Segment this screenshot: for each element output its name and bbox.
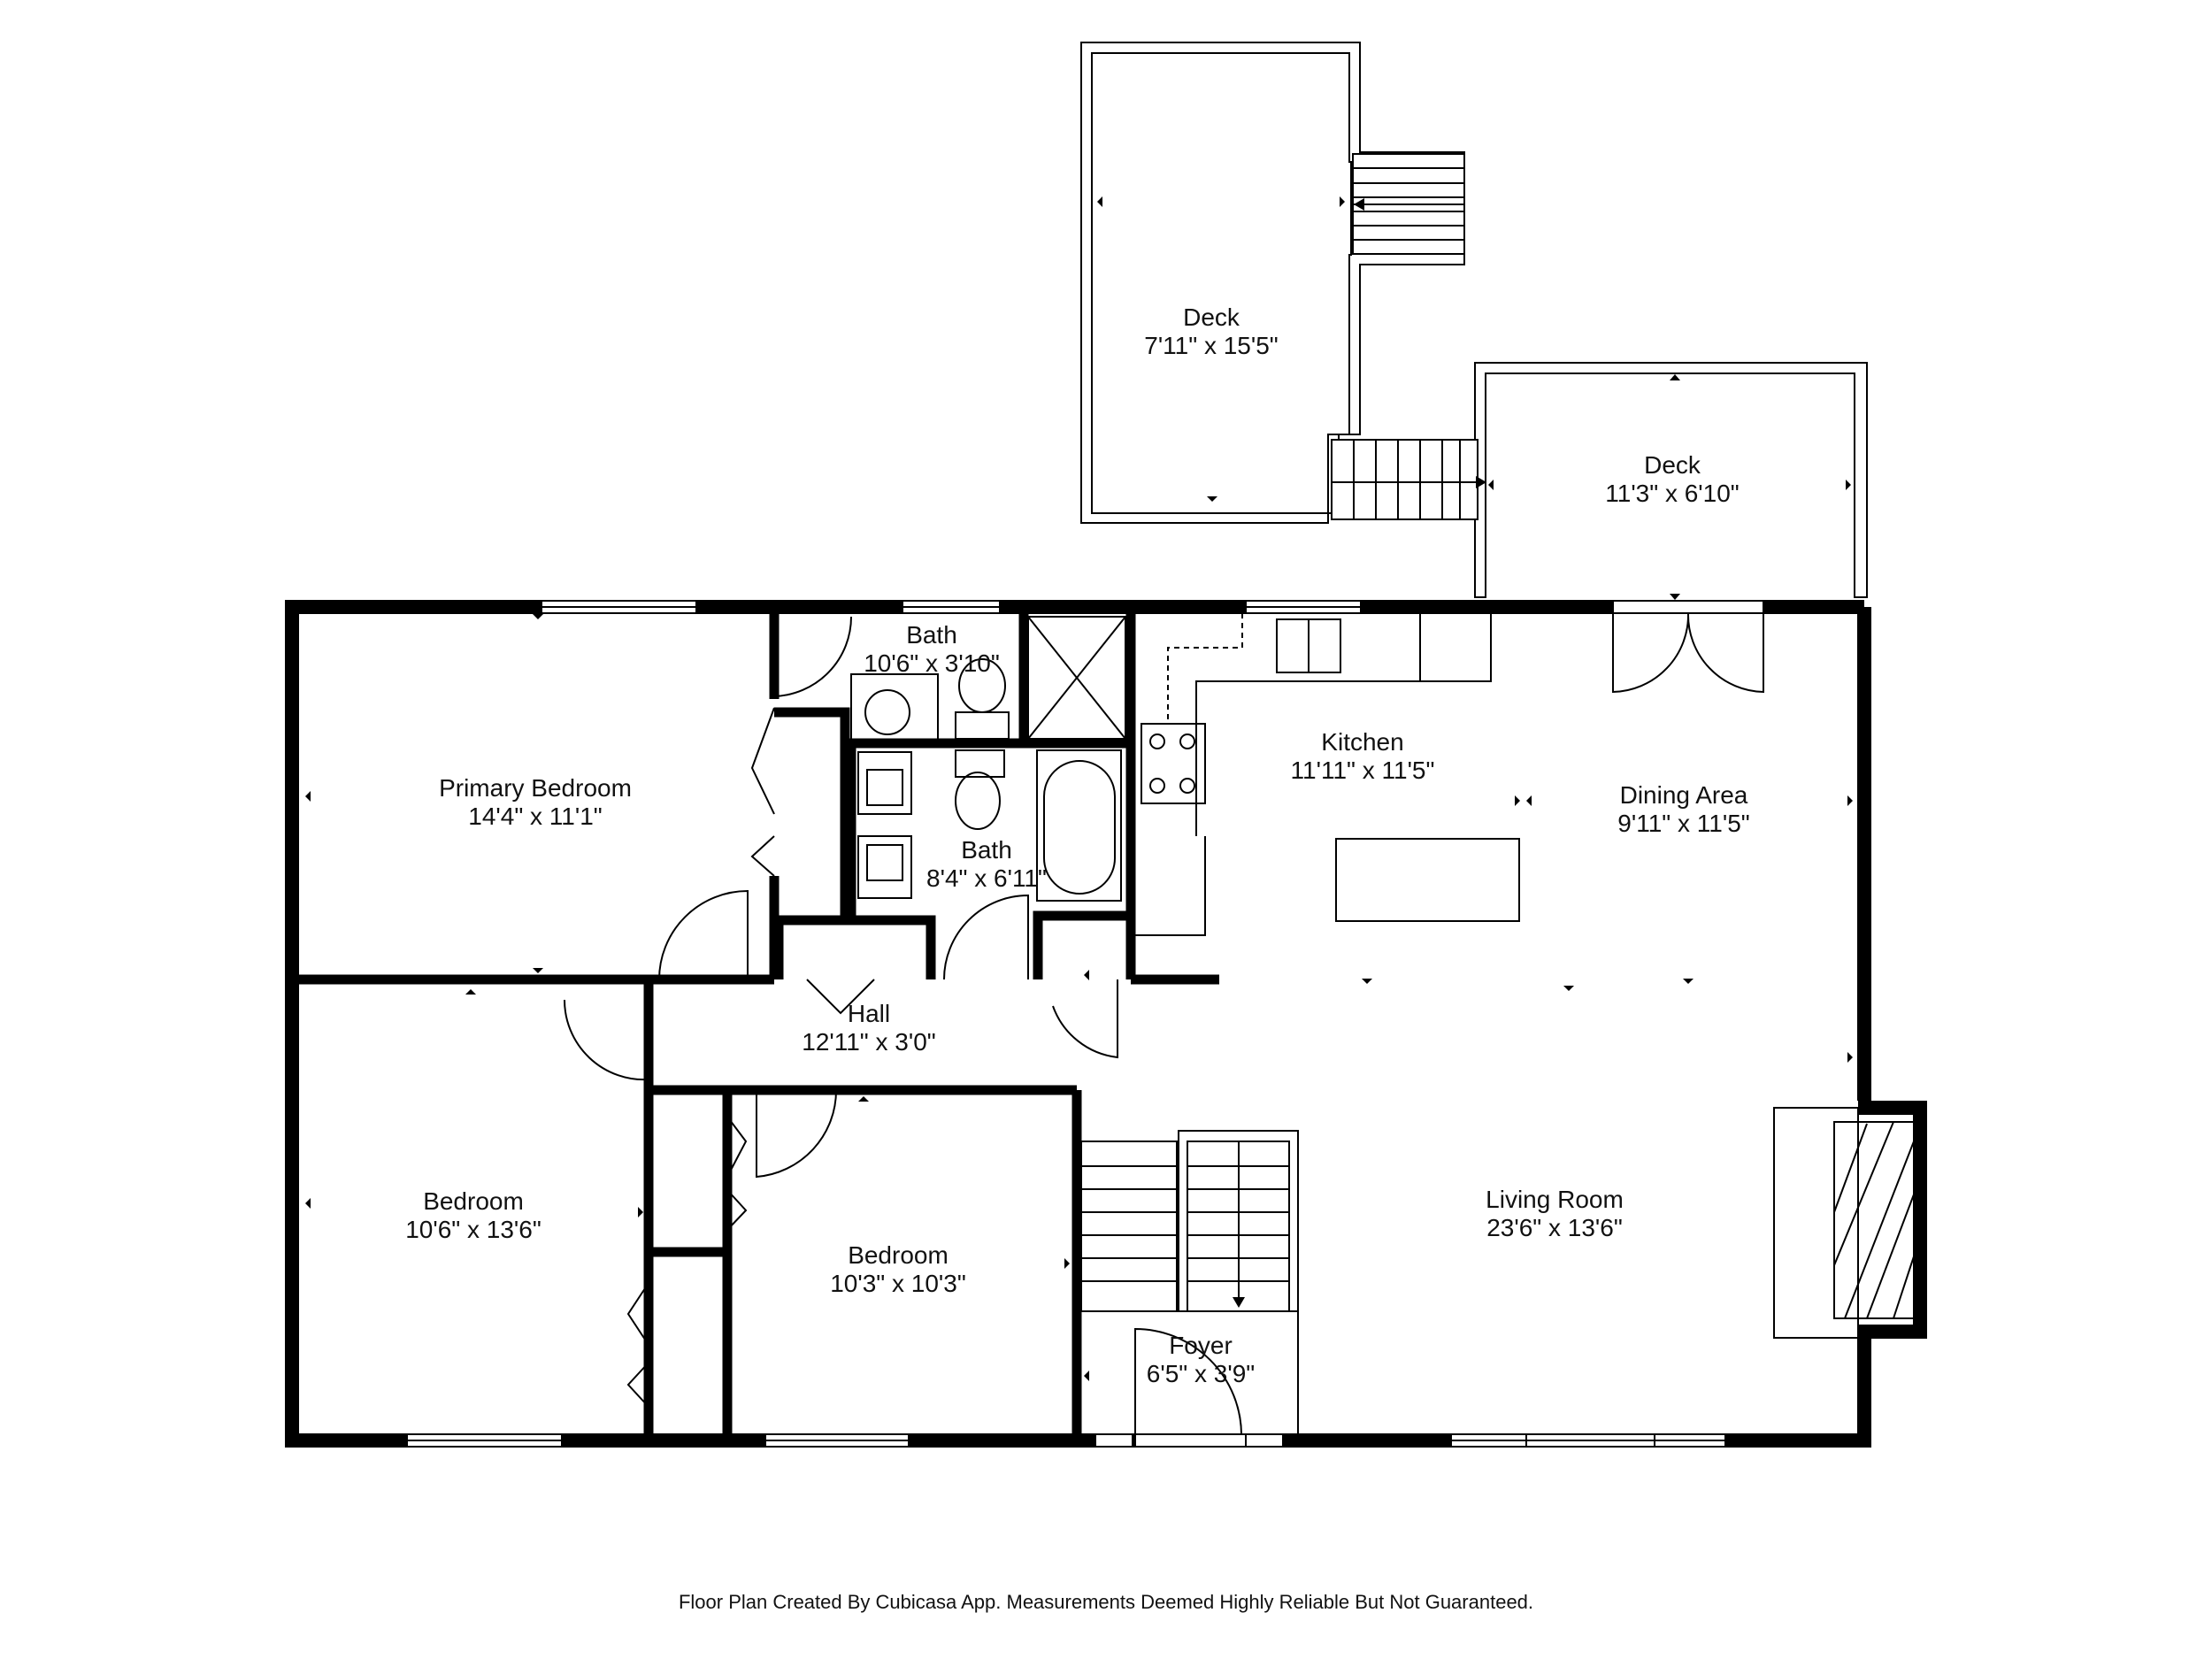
deck-upper	[1080, 42, 1465, 524]
living-room-size: 23'6" x 13'6"	[1486, 1214, 1623, 1241]
doors	[563, 600, 1764, 1448]
interior-stairs	[1080, 1130, 1299, 1434]
windows	[406, 600, 1764, 1448]
exterior-walls	[285, 600, 1927, 1448]
bath-mid-size: 8'4" x 6'11"	[926, 864, 1047, 892]
deck-right	[1331, 362, 1868, 598]
bath-top-name: Bath	[906, 621, 957, 649]
primary-bedroom-name: Primary Bedroom	[439, 774, 632, 802]
foyer-name: Foyer	[1169, 1332, 1233, 1359]
bedroom-mid-name: Bedroom	[848, 1241, 949, 1269]
interior-walls	[292, 607, 1219, 1440]
deck-right-size: 11'3" x 6'10"	[1605, 480, 1739, 507]
bedroom-left-name: Bedroom	[423, 1187, 524, 1215]
primary-bedroom-size: 14'4" x 11'1"	[468, 803, 602, 830]
living-room-name: Living Room	[1486, 1186, 1624, 1213]
fixtures	[850, 612, 1915, 1339]
hall-name: Hall	[848, 1000, 890, 1027]
kitchen-name: Kitchen	[1321, 728, 1403, 756]
bedroom-mid-size: 10'3" x 10'3"	[830, 1270, 966, 1297]
deck-stairs-right	[1331, 439, 1479, 520]
bath-top-size: 10'6" x 3'10"	[864, 649, 1000, 677]
hall-size: 12'11" x 3'0"	[802, 1028, 935, 1056]
kitchen-size: 11'11" x 11'5"	[1291, 757, 1435, 784]
dining-area-name: Dining Area	[1620, 781, 1748, 809]
bedroom-left-size: 10'6" x 13'6"	[405, 1216, 541, 1243]
dining-area-size: 9'11" x 11'5"	[1617, 810, 1749, 837]
foyer-size: 6'5" x 3'9"	[1147, 1360, 1255, 1387]
deck-right-name: Deck	[1644, 451, 1701, 479]
deck-upper-name: Deck	[1183, 303, 1240, 331]
deck-upper-size: 7'11" x 15'5"	[1144, 332, 1278, 359]
footer-disclaimer: Floor Plan Created By Cubicasa App. Meas…	[679, 1591, 1533, 1613]
measure-markers	[305, 196, 1853, 1381]
bath-mid-name: Bath	[961, 836, 1012, 864]
